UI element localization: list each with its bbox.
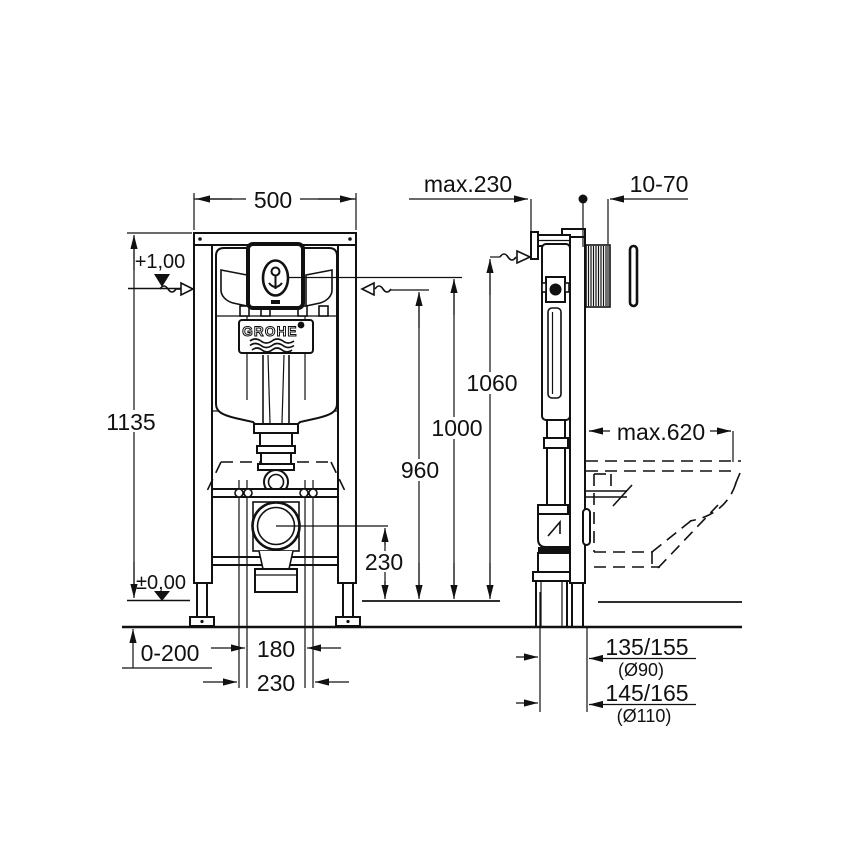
drain-funnel-edge: [258, 550, 264, 570]
foot-screw-icon: [346, 619, 350, 624]
dim-label-145-165: 145/165: [605, 680, 688, 706]
dim-label-max620: max.620: [617, 419, 705, 445]
corrugated-sleeve: [585, 244, 611, 308]
dim-label-1060: 1060: [466, 370, 517, 396]
flush-button-glyph: [270, 266, 281, 277]
level-mark-plus100: +1,00: [128, 251, 188, 290]
mounting-rod-left: [238, 480, 248, 688]
dim-135-155: 135/155 (Ø90): [516, 592, 696, 712]
drain-funnel-edge: [288, 550, 294, 570]
dim-max620: max.620: [589, 419, 734, 462]
rod-nut-icon: [299, 488, 309, 498]
side-rail-cap: [561, 228, 586, 238]
bowl-footprint-dashed: [206, 461, 346, 492]
level-mark-zero: ±0,00: [127, 572, 190, 602]
wall-break-icon-right: [360, 281, 392, 297]
dim-label-230-outer: 230: [257, 670, 295, 696]
bowl-bolt: [585, 484, 633, 507]
frame-left-rail: [193, 232, 213, 584]
logo-wave-icon: [251, 347, 293, 353]
inlet-stub: [541, 282, 547, 293]
dim-label-135-155: 135/155: [605, 634, 688, 660]
dim-label-0-200: 0-200: [141, 640, 200, 666]
frame-right-rail: [337, 232, 357, 584]
side-foot: [571, 582, 584, 628]
drain-funnel: [259, 551, 293, 569]
level-label-zero: ±0,00: [136, 572, 186, 594]
dim-label-max230: max.230: [424, 171, 512, 197]
side-flush-pipe: [532, 419, 571, 628]
dim-rod-230: 230: [203, 670, 349, 696]
dim-label-230-height: 230: [365, 549, 403, 575]
foot-left: [196, 582, 208, 620]
level-triangle-icon: [154, 591, 170, 601]
dim-label-1000: 1000: [431, 415, 482, 441]
inlet-stub: [564, 282, 570, 293]
actuation-plate: [628, 244, 639, 308]
wc-bowl-dashed-outline: [586, 460, 741, 569]
front-view: GROHE: [189, 232, 361, 688]
logo-wave-icon: [249, 342, 295, 349]
flush-pipe-inner: [281, 354, 285, 424]
rod-nut-icon: [308, 488, 318, 498]
dim-rod-180: 180: [211, 636, 341, 662]
tank-inner-left: [220, 269, 248, 307]
bracket-tab: [239, 305, 250, 317]
lower-bracket-tab: [582, 508, 591, 546]
dim-label-dia90: (Ø90): [618, 660, 664, 680]
grohe-logo-text: GROHE: [242, 324, 298, 339]
wall-break-icon-left: [159, 281, 195, 297]
flush-button-slot: [271, 300, 280, 304]
rod-nut-icon: [243, 488, 253, 498]
mounting-rod-right: [304, 480, 314, 688]
foot-right: [342, 582, 354, 620]
dim-height-1135: 1135: [101, 232, 192, 598]
flush-pipe-inner: [267, 354, 271, 424]
dim-label-180: 180: [257, 636, 295, 662]
dim-width-500: 500: [193, 187, 357, 230]
dim-outlet-height-230: 230: [276, 525, 407, 599]
side-view: [530, 194, 742, 628]
dim-960: 960: [391, 289, 443, 599]
dim-label-500: 500: [254, 187, 292, 213]
wall-break-icon-side: [499, 253, 517, 261]
tank-inner-right: [305, 269, 333, 307]
corner-screw-icon: [348, 237, 352, 241]
flush-pipe-telescope: [253, 423, 299, 471]
corner-screw-icon: [198, 237, 202, 241]
wall-break-arrow-icon: [516, 249, 532, 265]
mounting-crossbar: [211, 488, 339, 498]
bracket-tab: [318, 305, 329, 317]
flush-plate-access-box: [246, 242, 305, 310]
dim-label-960: 960: [401, 457, 439, 483]
logo-wave-icon: [249, 338, 295, 344]
rod-nut-icon: [234, 488, 244, 498]
dim-max230: max.230: [409, 171, 532, 232]
dim-145-165: 145/165 (Ø110): [516, 680, 696, 726]
grohe-logo-plate: GROHE: [238, 319, 314, 354]
dim-1000: 1000: [288, 276, 484, 599]
wall-anchor-dot-icon: [578, 194, 588, 204]
water-inlet-icon: [549, 283, 562, 296]
dim-10-70: 10-70: [607, 171, 689, 244]
level-triangle-icon: [154, 274, 170, 287]
dim-label-1135: 1135: [106, 409, 155, 435]
dim-1060: 1060: [462, 249, 532, 599]
level-label-plus100: +1,00: [135, 251, 186, 273]
dim-floor-buildup: 0-200: [122, 629, 212, 669]
dim-label-10-70: 10-70: [630, 171, 689, 197]
dim-label-dia110: (Ø110): [617, 706, 672, 726]
registered-mark-icon: [297, 321, 305, 329]
flush-button-glyph: [268, 282, 283, 288]
drain-outlet-box: [254, 568, 298, 593]
flush-valve-profile: [547, 307, 562, 399]
foot-screw-icon: [200, 619, 204, 624]
